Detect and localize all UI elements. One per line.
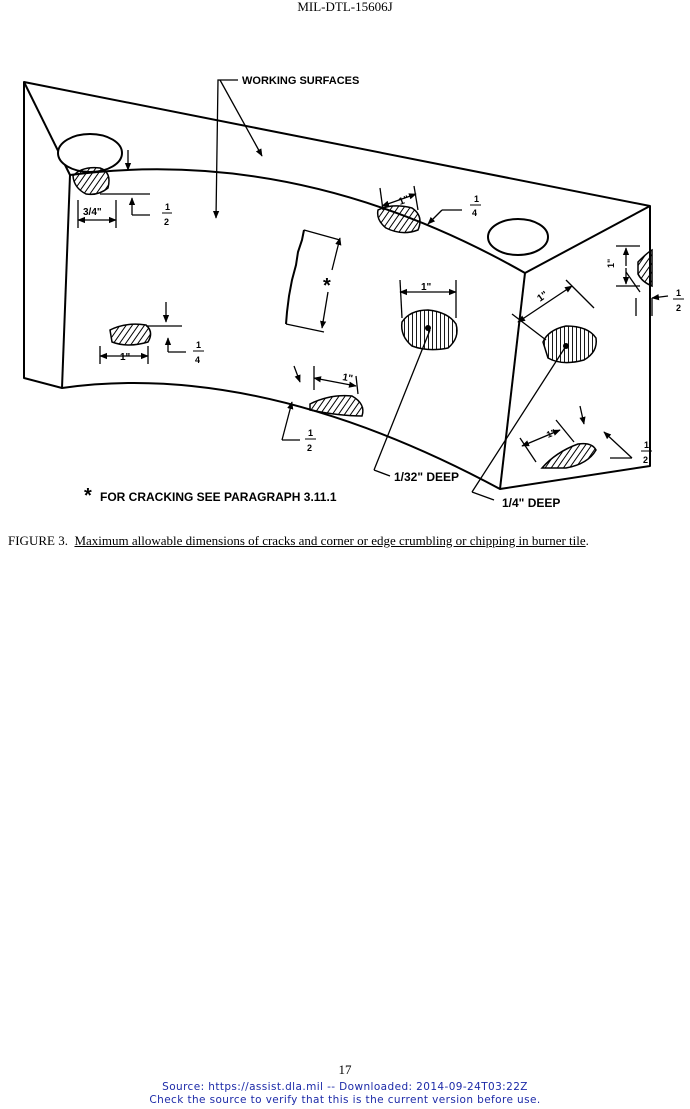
frac-den-b: 4 [472,208,477,218]
dot-end-face [563,343,569,349]
chip-end-bottom [540,442,597,469]
frac-num-b: 1 [474,194,479,204]
crack-line [285,229,305,325]
chip-marks [72,166,653,469]
dim-label-1in-d: 1" [606,259,616,268]
dim-label-1in-e: 1" [120,352,131,363]
chip-top-left [72,166,110,196]
frac-den-f: 2 [643,455,648,465]
frac-den-d: 4 [195,355,200,365]
page-number: 17 [338,1062,352,1077]
source-line: Source: https://assist.dla.mil -- Downlo… [162,1081,528,1093]
burner-tile-figure: WORKING SURFACES 3/4" 1 2 1" 1 4 * 1" 1"… [0,60,690,520]
chip-end-edge [637,248,653,288]
label-depth-1-32: 1/32" DEEP [394,470,459,484]
dimension-lines [77,79,669,501]
note-asterisk: * [84,485,92,507]
dim-label-1in-b: 1" [421,282,432,293]
caption-prefix: FIGURE 3. [8,533,68,548]
tile-hole-right [487,218,549,256]
document-id-header: MIL-DTL-15606J [297,0,393,14]
chip-end-face [542,325,597,364]
crack-asterisk: * [323,275,331,297]
frac-num-d: 1 [196,340,201,350]
note-cracking: FOR CRACKING SEE PARAGRAPH 3.11.1 [100,490,337,504]
frac-num-a: 1 [165,202,170,212]
label-depth-1-4: 1/4" DEEP [502,496,560,510]
dim-label-1in-f: 1" [341,372,353,385]
chip-top-center [376,205,421,234]
frac-den-e: 2 [307,443,312,453]
frac-den-a: 2 [164,217,169,227]
verify-line: Check the source to verify that this is … [149,1094,541,1106]
frac-num-c: 1 [676,288,681,298]
dim-label-3-4: 3/4" [83,207,102,218]
frac-num-f: 1 [644,440,649,450]
dim-label-1in-a: 1" [397,194,411,208]
burner-tile-drawing: WORKING SURFACES 3/4" 1 2 1" 1 4 * 1" 1"… [23,75,684,510]
figure-caption: FIGURE 3. Maximum allowable dimensions o… [8,533,684,548]
tile-hole-left [57,133,123,173]
chip-front-bottom [309,394,364,417]
caption-title: Maximum allowable dimensions of cracks a… [74,533,586,548]
dot-center-oval [425,325,431,331]
frac-num-e: 1 [308,428,313,438]
source-footer: Source: https://assist.dla.mil -- Downlo… [0,1081,690,1107]
caption-suffix: . [585,533,589,548]
dim-label-1in-g: 1" [545,427,557,440]
frac-den-c: 2 [676,303,681,313]
chip-front-left [109,323,152,346]
label-working-surfaces: WORKING SURFACES [242,75,359,87]
